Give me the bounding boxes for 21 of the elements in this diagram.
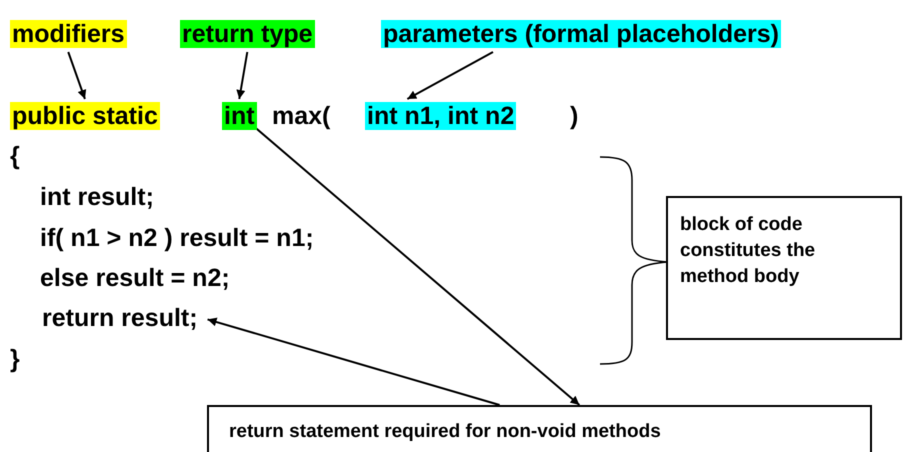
code-text: max( (272, 102, 330, 130)
code-text: int n1, int n2 (365, 102, 516, 130)
annotation-label: return type (180, 20, 315, 48)
annotation-label: modifiers (10, 20, 127, 48)
code-text: if( n1 > n2 ) result = n1; (40, 224, 314, 252)
code-text: return result; (40, 304, 200, 332)
arrow (67, 52, 86, 100)
code-text: } (10, 345, 20, 373)
arrow (207, 318, 500, 406)
code-text: int (222, 102, 257, 130)
note-box: block of code constitutes the method body (666, 196, 902, 340)
arrow (236, 52, 248, 100)
note-box: return statement required for non-void methods (207, 405, 872, 452)
code-text: ) (570, 102, 578, 130)
code-text: int result; (40, 183, 154, 211)
arrow (406, 51, 494, 100)
code-text: else result = n2; (40, 264, 230, 292)
annotation-label: parameters (formal placeholders) (381, 20, 781, 48)
arrow (254, 126, 580, 406)
code-text: { (10, 142, 20, 170)
code-text: public static (10, 102, 160, 130)
